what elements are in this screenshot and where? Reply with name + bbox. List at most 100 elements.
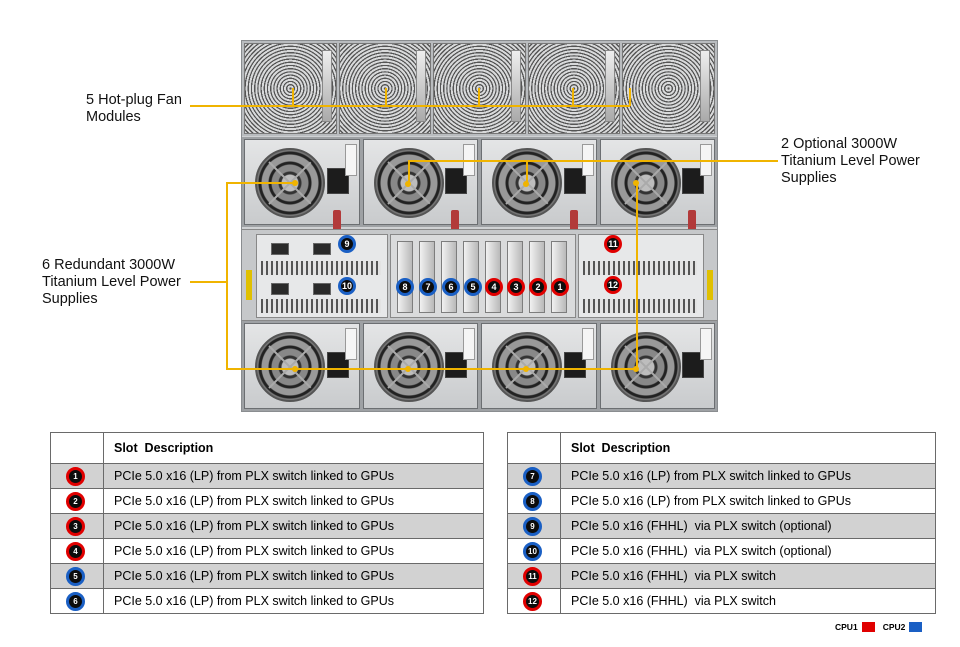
slot-description-header: Slot Description <box>560 432 936 464</box>
fan-module-row <box>242 41 717 136</box>
slot-description-header: Slot Description <box>103 432 484 464</box>
power-socket-icon <box>445 168 467 194</box>
power-supply <box>244 323 360 409</box>
table-header-row: Slot Description <box>50 432 484 464</box>
power-supply <box>362 139 478 232</box>
table-header-row: Slot Description <box>507 432 936 464</box>
psu-label <box>344 328 357 360</box>
slot-badge-4: 4 <box>485 278 503 296</box>
slot-description: PCIe 5.0 x16 (LP) from PLX switch linked… <box>560 463 936 489</box>
pcie-slot-bracket <box>419 241 435 313</box>
callout-line: 2 Optional 3000W <box>781 136 898 152</box>
fan-module <box>338 43 432 134</box>
redundant-psu-leader-right <box>636 182 638 370</box>
vent-grille <box>261 261 381 275</box>
slot-badge-icon: 4 <box>66 542 85 561</box>
optional-psu-leader-line <box>408 160 778 162</box>
table-row: 7 PCIe 5.0 x16 (LP) from PLX switch linke… <box>507 463 936 489</box>
table-row: 1 PCIe 5.0 x16 (LP) from PLX switch linke… <box>50 463 484 489</box>
slot-badge-icon: 5 <box>66 567 85 586</box>
slot-description: PCIe 5.0 x16 (LP) from PLX switch linked… <box>103 563 484 589</box>
fan-leader-tick <box>478 88 480 106</box>
power-socket-icon <box>445 352 467 378</box>
left-riser-bay <box>256 234 388 318</box>
pcie-slot-bracket <box>397 241 413 313</box>
psu-label <box>344 144 357 176</box>
leader-dot <box>633 366 639 372</box>
callout-line: Modules <box>86 109 141 125</box>
table-row: 10 PCIe 5.0 x16 (FHHL) via PLX switch (op… <box>507 538 936 564</box>
slot-badge-3: 3 <box>507 278 525 296</box>
callout-line: Titanium Level Power <box>781 153 920 169</box>
power-supply <box>599 139 715 232</box>
slot-badge-5: 5 <box>464 278 482 296</box>
rj45-port-icon <box>313 283 331 295</box>
pcie-slot-bracket <box>507 241 523 313</box>
psu-release-handle <box>569 210 578 232</box>
slot-badge-1: 1 <box>551 278 569 296</box>
fan-modules-callout: 5 Hot-plug Fan Modules <box>86 92 182 126</box>
legend-label-cpu1: CPU1 <box>835 622 858 632</box>
slot-badge-icon: 1 <box>66 467 85 486</box>
cpu-legend: CPU1 CPU2 <box>835 622 923 632</box>
rj45-port-icon <box>313 243 331 255</box>
slot-description: PCIe 5.0 x16 (LP) from PLX switch linked… <box>103 463 484 489</box>
io-expansion-row: 9 10 8 7 6 5 4 3 2 1 11 12 <box>242 229 717 321</box>
slot-description: PCIe 5.0 x16 (FHHL) via PLX switch (opti… <box>560 513 936 539</box>
slot-badge-icon: 7 <box>523 467 542 486</box>
slot-badge-icon: 3 <box>66 517 85 536</box>
fan-module <box>527 43 621 134</box>
pcie-slot-bracket <box>485 241 501 313</box>
slot-badge-10: 10 <box>338 277 356 295</box>
slot-badge-icon: 9 <box>523 517 542 536</box>
psu-fan-grill-icon <box>610 148 681 218</box>
fan-leader-tick <box>572 88 574 106</box>
slot-badge-icon: 10 <box>523 542 542 561</box>
slot-badge-8: 8 <box>396 278 414 296</box>
right-riser-bay <box>578 234 704 318</box>
fan-module <box>244 43 337 134</box>
psu-label <box>581 328 594 360</box>
table-row: 3 PCIe 5.0 x16 (LP) from PLX switch linke… <box>50 513 484 539</box>
bottom-psu-row <box>242 321 717 411</box>
optional-psu-callout: 2 Optional 3000W Titanium Level Power Su… <box>781 136 920 187</box>
slot-description: PCIe 5.0 x16 (LP) from PLX switch linked… <box>103 588 484 614</box>
fan-module <box>622 43 715 134</box>
power-supply <box>481 323 597 409</box>
slot-badge-icon: 6 <box>66 592 85 611</box>
power-socket-icon <box>563 352 586 378</box>
cpu2-swatch <box>909 622 923 632</box>
fan-leader-line <box>190 105 630 107</box>
vent-grille <box>261 299 381 313</box>
redundant-psu-leader-top <box>226 182 296 184</box>
rj45-port-icon <box>271 283 289 295</box>
leader-dot <box>523 366 529 372</box>
callout-line: 6 Redundant 3000W <box>42 257 176 273</box>
slot-badge-9: 9 <box>338 235 356 253</box>
power-socket-icon <box>682 352 704 378</box>
psu-release-handle <box>332 210 341 232</box>
power-socket-icon <box>326 352 349 378</box>
center-lp-slot-bay <box>390 234 576 318</box>
pcie-slot-bracket <box>551 241 567 313</box>
icon-header <box>50 432 104 464</box>
slot-badge-12: 12 <box>604 276 622 294</box>
fan-leader-tick <box>292 88 294 106</box>
slot-description: PCIe 5.0 x16 (LP) from PLX switch linked… <box>103 513 484 539</box>
slot-description: PCIe 5.0 x16 (FHHL) via PLX switch (opti… <box>560 538 936 564</box>
redundant-psu-leader-bottom <box>226 368 638 370</box>
slot-badge-icon: 12 <box>523 592 542 611</box>
yellow-latch <box>707 270 713 300</box>
psu-release-handle <box>451 210 459 232</box>
top-psu-row <box>242 137 717 232</box>
callout-line: 5 Hot-plug Fan <box>86 92 182 108</box>
pcie-slot-bracket <box>463 241 479 313</box>
yellow-latch <box>246 270 252 300</box>
psu-label <box>463 328 475 360</box>
leader-dot <box>292 366 298 372</box>
table-row: 5 PCIe 5.0 x16 (LP) from PLX switch linke… <box>50 563 484 589</box>
